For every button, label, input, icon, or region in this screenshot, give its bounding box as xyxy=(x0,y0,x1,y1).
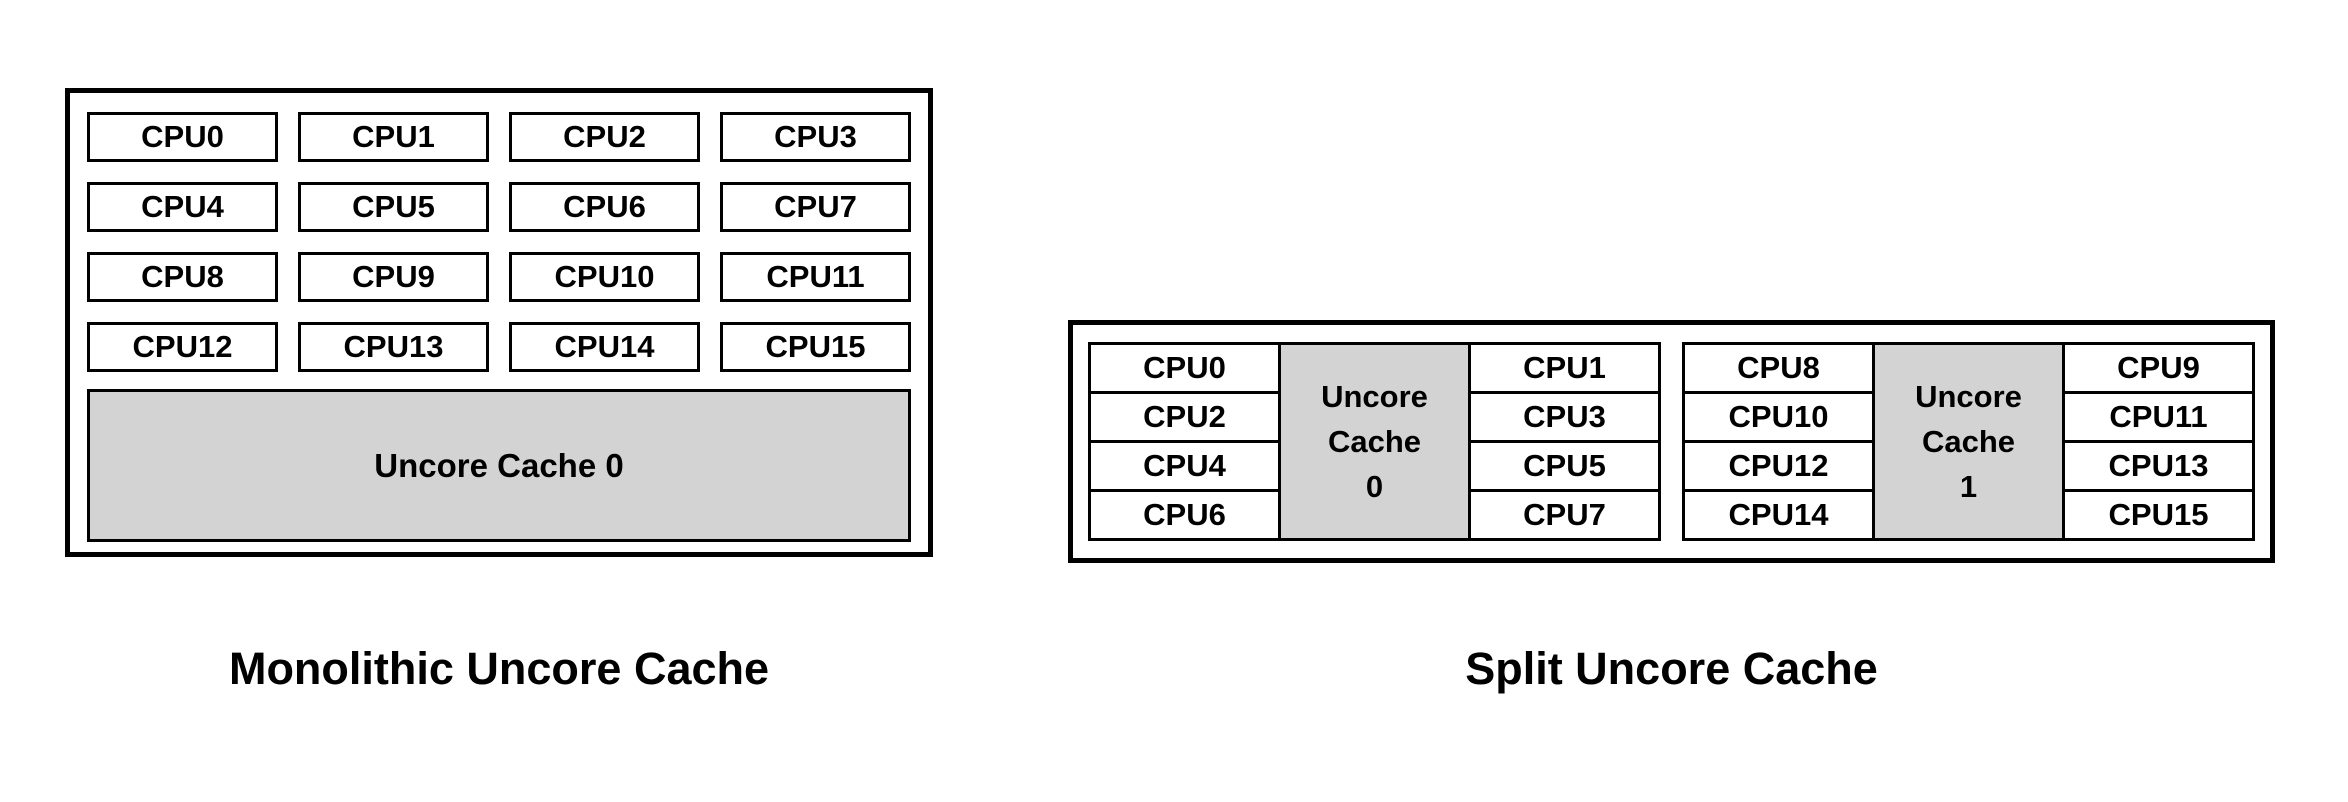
split-caption: Split Uncore Cache xyxy=(1465,643,1878,694)
split-group-1-left-cpu-column: CPU8 CPU10 CPU12 CPU14 xyxy=(1682,342,1875,541)
cpu13-cell: CPU13 xyxy=(2065,440,2252,489)
cpu11-box: CPU11 xyxy=(720,252,911,302)
cpu0-box: CPU0 xyxy=(87,112,278,162)
cpu13-box: CPU13 xyxy=(298,322,489,372)
cpu8-cell: CPU8 xyxy=(1737,350,1820,385)
cpu10-cell: CPU10 xyxy=(1685,391,1872,440)
cpu10-box: CPU10 xyxy=(509,252,700,302)
cpu2-box: CPU2 xyxy=(509,112,700,162)
cpu7-cell: CPU7 xyxy=(1471,489,1658,538)
cpu15-cell: CPU15 xyxy=(2065,489,2252,538)
split-group-0-left-cpu-column: CPU0 CPU2 CPU4 CPU6 xyxy=(1088,342,1281,541)
split-group-1: CPU8 CPU10 CPU12 CPU14 Uncore Cache 1 CP… xyxy=(1682,342,2255,541)
cpu11-cell: CPU11 xyxy=(2065,391,2252,440)
cpu9-box: CPU9 xyxy=(298,252,489,302)
cpu9-cell: CPU9 xyxy=(2117,350,2200,385)
cpu7-box: CPU7 xyxy=(720,182,911,232)
cpu4-cell: CPU4 xyxy=(1091,440,1278,489)
cpu5-cell: CPU5 xyxy=(1471,440,1658,489)
uncore-cache-0-split-box: Uncore Cache 0 xyxy=(1278,342,1471,541)
cpu12-cell: CPU12 xyxy=(1685,440,1872,489)
cpu4-box: CPU4 xyxy=(87,182,278,232)
cpu3-cell: CPU3 xyxy=(1471,391,1658,440)
uncore-cache-1-line-3: 1 xyxy=(1959,469,1978,504)
cpu14-cell: CPU14 xyxy=(1685,489,1872,538)
uncore-cache-1-line-1: Uncore xyxy=(1915,379,2022,414)
cpu2-cell: CPU2 xyxy=(1091,391,1278,440)
cpu5-box: CPU5 xyxy=(298,182,489,232)
uncore-cache-0-line-2: Cache xyxy=(1327,424,1422,459)
uncore-cache-0-box: Uncore Cache 0 xyxy=(87,389,911,542)
cpu6-box: CPU6 xyxy=(509,182,700,232)
cpu6-cell: CPU6 xyxy=(1091,489,1278,538)
uncore-cache-0-line-1: Uncore xyxy=(1321,379,1428,414)
cpu8-box: CPU8 xyxy=(87,252,278,302)
uncore-cache-1-line-2: Cache xyxy=(1921,424,2016,459)
split-group-0-right-cpu-column: CPU1 CPU3 CPU5 CPU7 xyxy=(1468,342,1661,541)
monolithic-package-box: CPU0 CPU1 CPU2 CPU3 CPU4 CPU5 CPU6 CPU7 … xyxy=(65,88,933,557)
cpu15-box: CPU15 xyxy=(720,322,911,372)
cpu3-box: CPU3 xyxy=(720,112,911,162)
split-package-box: CPU0 CPU2 CPU4 CPU6 Uncore Cache 0 CPU1 … xyxy=(1068,320,2275,563)
monolithic-cpu-grid: CPU0 CPU1 CPU2 CPU3 CPU4 CPU5 CPU6 CPU7 … xyxy=(87,112,911,372)
split-group-1-right-cpu-column: CPU9 CPU11 CPU13 CPU15 xyxy=(2062,342,2255,541)
cpu12-box: CPU12 xyxy=(87,322,278,372)
cpu1-box: CPU1 xyxy=(298,112,489,162)
uncore-cache-1-split-box: Uncore Cache 1 xyxy=(1872,342,2065,541)
monolithic-caption: Monolithic Uncore Cache xyxy=(228,643,770,694)
cpu0-cell: CPU0 xyxy=(1143,350,1226,385)
split-group-0: CPU0 CPU2 CPU4 CPU6 Uncore Cache 0 CPU1 … xyxy=(1088,342,1661,541)
uncore-cache-0-line-3: 0 xyxy=(1365,469,1384,504)
cpu1-cell: CPU1 xyxy=(1523,350,1606,385)
cpu14-box: CPU14 xyxy=(509,322,700,372)
